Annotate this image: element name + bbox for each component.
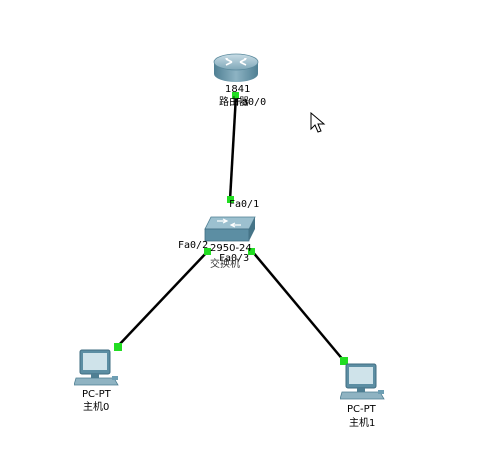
port-light-router-fa00 (232, 92, 239, 99)
pc0-model-label: PC-PT (82, 389, 111, 400)
pc-icon (73, 349, 119, 386)
switch-device[interactable] (203, 215, 257, 245)
router-port-fa00-label: Fa0/0 (236, 97, 267, 108)
link-router-switch[interactable] (228, 94, 238, 201)
router-device[interactable] (212, 52, 260, 84)
switch-model-label: 2950-24 (210, 243, 252, 254)
link-switch-pc1[interactable] (251, 250, 345, 362)
switch-port-fa01-label: Fa0/1 (229, 199, 260, 210)
port-light-switch-fa03 (248, 248, 255, 255)
mouse-pointer-icon (310, 112, 326, 133)
port-light-pc1 (340, 357, 348, 365)
switch-icon (204, 216, 256, 242)
port-light-pc0 (114, 343, 122, 351)
link-switch-pc0[interactable] (116, 250, 209, 348)
pc1-model-label: PC-PT (347, 404, 376, 415)
port-light-switch-fa02 (204, 248, 211, 255)
router-name-label: 路由器 (219, 97, 249, 108)
pc0-name-label: 主机0 (83, 402, 110, 413)
pc1-name-label: 主机1 (349, 418, 376, 429)
router-model-label: 1841 (225, 84, 251, 95)
pc1-device[interactable] (339, 362, 386, 402)
switch-name-label: 交换机 (210, 259, 240, 270)
switch-port-fa03-label: Fa0/3 (219, 253, 250, 264)
switch-port-fa02-label: Fa0/2 (178, 240, 209, 251)
pc0-device[interactable] (73, 348, 120, 388)
pc-icon (339, 363, 385, 400)
port-light-switch-fa01 (227, 196, 234, 203)
router-icon (213, 53, 259, 82)
